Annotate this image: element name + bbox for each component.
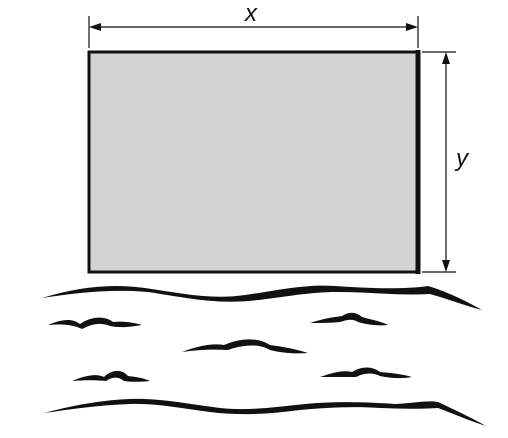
height-label: y	[454, 145, 470, 172]
rectangular-field	[87, 50, 421, 274]
river-bank-wave-bottom	[44, 398, 486, 426]
river-wave	[72, 370, 150, 382]
river-wave	[310, 312, 388, 326]
width-label: x	[244, 0, 258, 27]
river-bank-wave-top	[42, 285, 482, 310]
river-wave	[182, 339, 308, 354]
river-wave	[48, 317, 142, 329]
river-wave	[320, 367, 412, 379]
width-dimension	[88, 16, 419, 48]
height-dimension	[422, 51, 456, 273]
